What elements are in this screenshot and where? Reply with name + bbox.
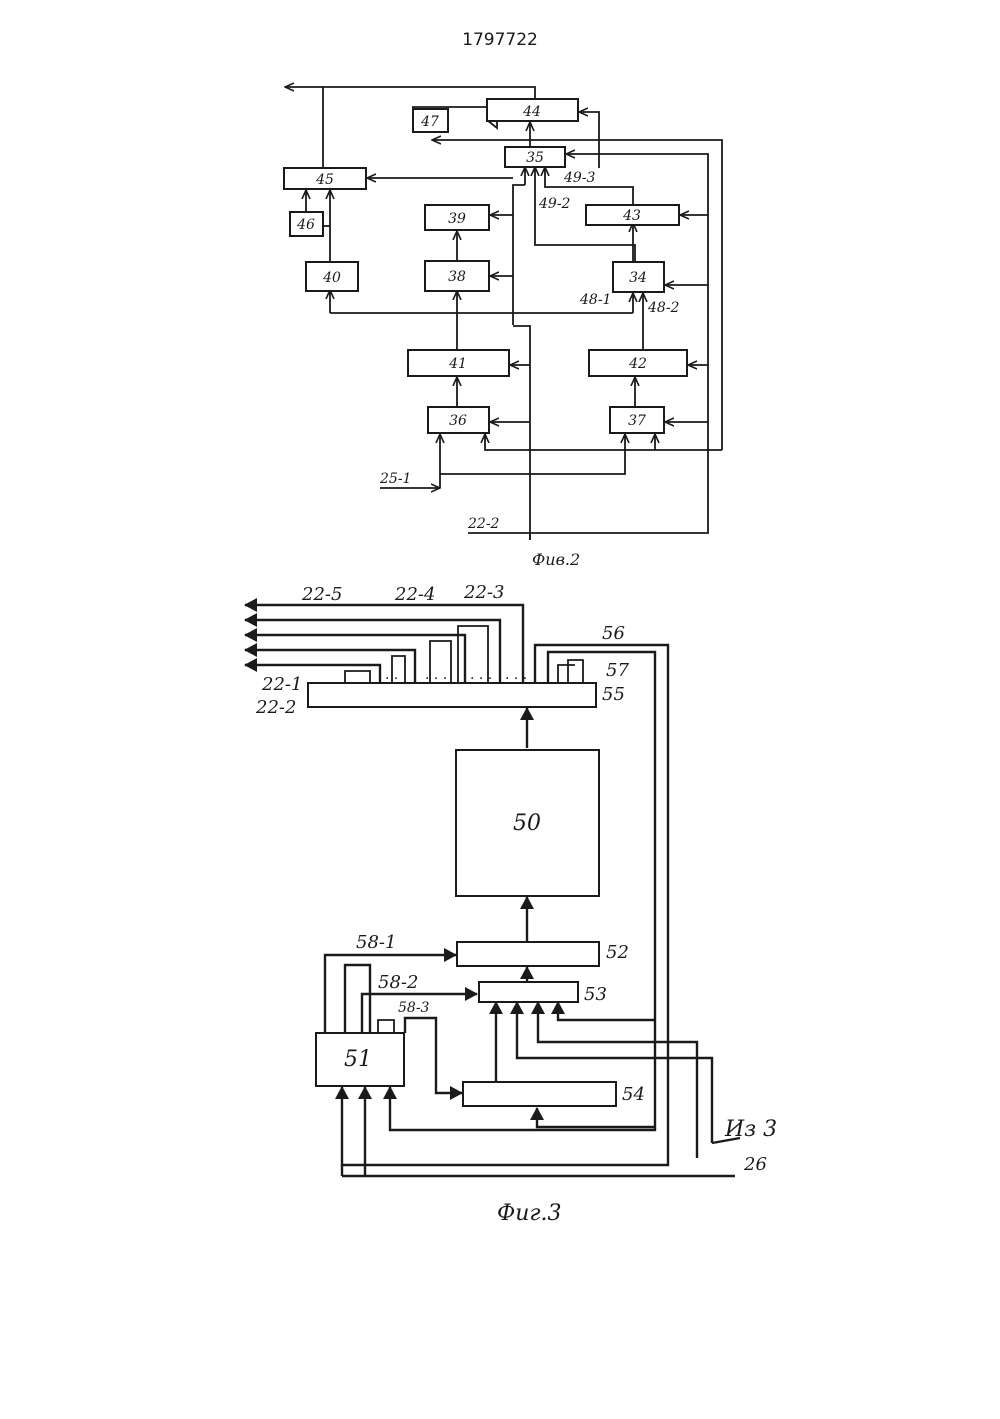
block-51: 51 [316, 1033, 404, 1086]
block-55: 55 [308, 683, 625, 707]
block-52: 52 [457, 942, 629, 966]
block-47: 47 [413, 109, 448, 132]
block-50: 50 [456, 750, 599, 896]
figure-2-caption: Фив.2 [532, 550, 580, 569]
dots-1: . . . [385, 667, 407, 683]
line-22-2-up [513, 326, 530, 540]
block-35: 35 [505, 147, 565, 167]
block-53: 53 [479, 982, 607, 1005]
svg-text:54: 54 [622, 1084, 645, 1105]
svg-text:36: 36 [449, 413, 467, 429]
label-22-5: 22-5 [301, 584, 342, 605]
label-57: 57 [606, 660, 629, 681]
line-57 [568, 660, 583, 683]
input-22-2-right [530, 525, 708, 533]
line-25-1-37 [440, 434, 625, 488]
input-22-2 [468, 533, 530, 540]
svg-text:47: 47 [420, 114, 439, 130]
line-from-3-53 [517, 1002, 712, 1143]
block-46: 46 [290, 212, 323, 236]
svg-text:39: 39 [448, 211, 466, 227]
label-58-1: 58-1 [356, 932, 396, 953]
block-37: 37 [610, 407, 664, 433]
svg-text:42: 42 [628, 356, 647, 372]
block-43: 43 [586, 205, 679, 225]
label-22-4: 22-4 [394, 584, 435, 605]
block-41: 41 [408, 350, 509, 376]
dots-2: . . . [425, 667, 447, 683]
block-45: 45 [284, 168, 366, 189]
dots-4: . . . [505, 667, 527, 683]
svg-text:40: 40 [322, 270, 341, 286]
block-38: 38 [425, 261, 489, 291]
block-44: 44 [487, 99, 578, 121]
line-to-54 [537, 1108, 655, 1127]
svg-text:46: 46 [296, 217, 315, 233]
line-26-53 [538, 1002, 697, 1158]
svg-text:52: 52 [606, 942, 629, 963]
label-25-1: 25-1 [379, 471, 411, 487]
line-feedback-36 [485, 434, 722, 450]
label-49-2: 49-2 [538, 196, 571, 212]
label-58-3: 58-3 [398, 1000, 430, 1016]
block-40: 40 [306, 262, 358, 291]
label-48-1: 48-1 [579, 292, 611, 308]
label-from-3: Из 3 [724, 1117, 777, 1142]
svg-text:51: 51 [344, 1047, 372, 1072]
label-22-2-in: 22-2 [467, 516, 500, 532]
svg-text:35: 35 [526, 150, 544, 166]
svg-text:37: 37 [628, 413, 646, 429]
dots-3: . . . [470, 667, 492, 683]
svg-text:43: 43 [622, 208, 641, 224]
line-58-3 [405, 1018, 462, 1093]
label-26: 26 [743, 1154, 767, 1175]
line-to-35-left [513, 185, 525, 325]
svg-text:55: 55 [602, 684, 625, 705]
label-49-3: 49-3 [563, 170, 596, 186]
svg-text:38: 38 [448, 269, 466, 285]
svg-text:45: 45 [315, 172, 334, 188]
line-26-51 [342, 1087, 365, 1176]
block-54: 54 [463, 1082, 645, 1106]
svg-text:53: 53 [584, 984, 607, 1005]
svg-text:44: 44 [522, 104, 541, 120]
label-48-2: 48-2 [647, 300, 680, 316]
label-58-2: 58-2 [378, 972, 418, 993]
block-39: 39 [425, 205, 489, 230]
figure-3: . . . . . . . . . . . . [245, 582, 777, 1226]
label-22-2: 22-2 [255, 697, 296, 718]
patent-number: 1797722 [0, 30, 1000, 50]
bus-22-1-return [345, 671, 370, 683]
line-58-1-loop [345, 965, 370, 1033]
figure-2: 44 47 35 45 46 39 [284, 87, 722, 569]
label-56: 56 [602, 623, 625, 644]
figure-3-caption: Фиг.3 [497, 1201, 562, 1226]
block-34: 34 [613, 262, 664, 292]
label-22-1: 22-1 [261, 674, 302, 695]
line-58-2-loop [378, 1020, 394, 1033]
svg-text:41: 41 [448, 356, 467, 372]
block-36: 36 [428, 407, 489, 433]
line-57b [558, 665, 575, 683]
block-42: 42 [589, 350, 687, 376]
label-22-3: 22-3 [463, 582, 504, 603]
svg-text:34: 34 [629, 270, 647, 286]
svg-text:50: 50 [513, 811, 541, 836]
